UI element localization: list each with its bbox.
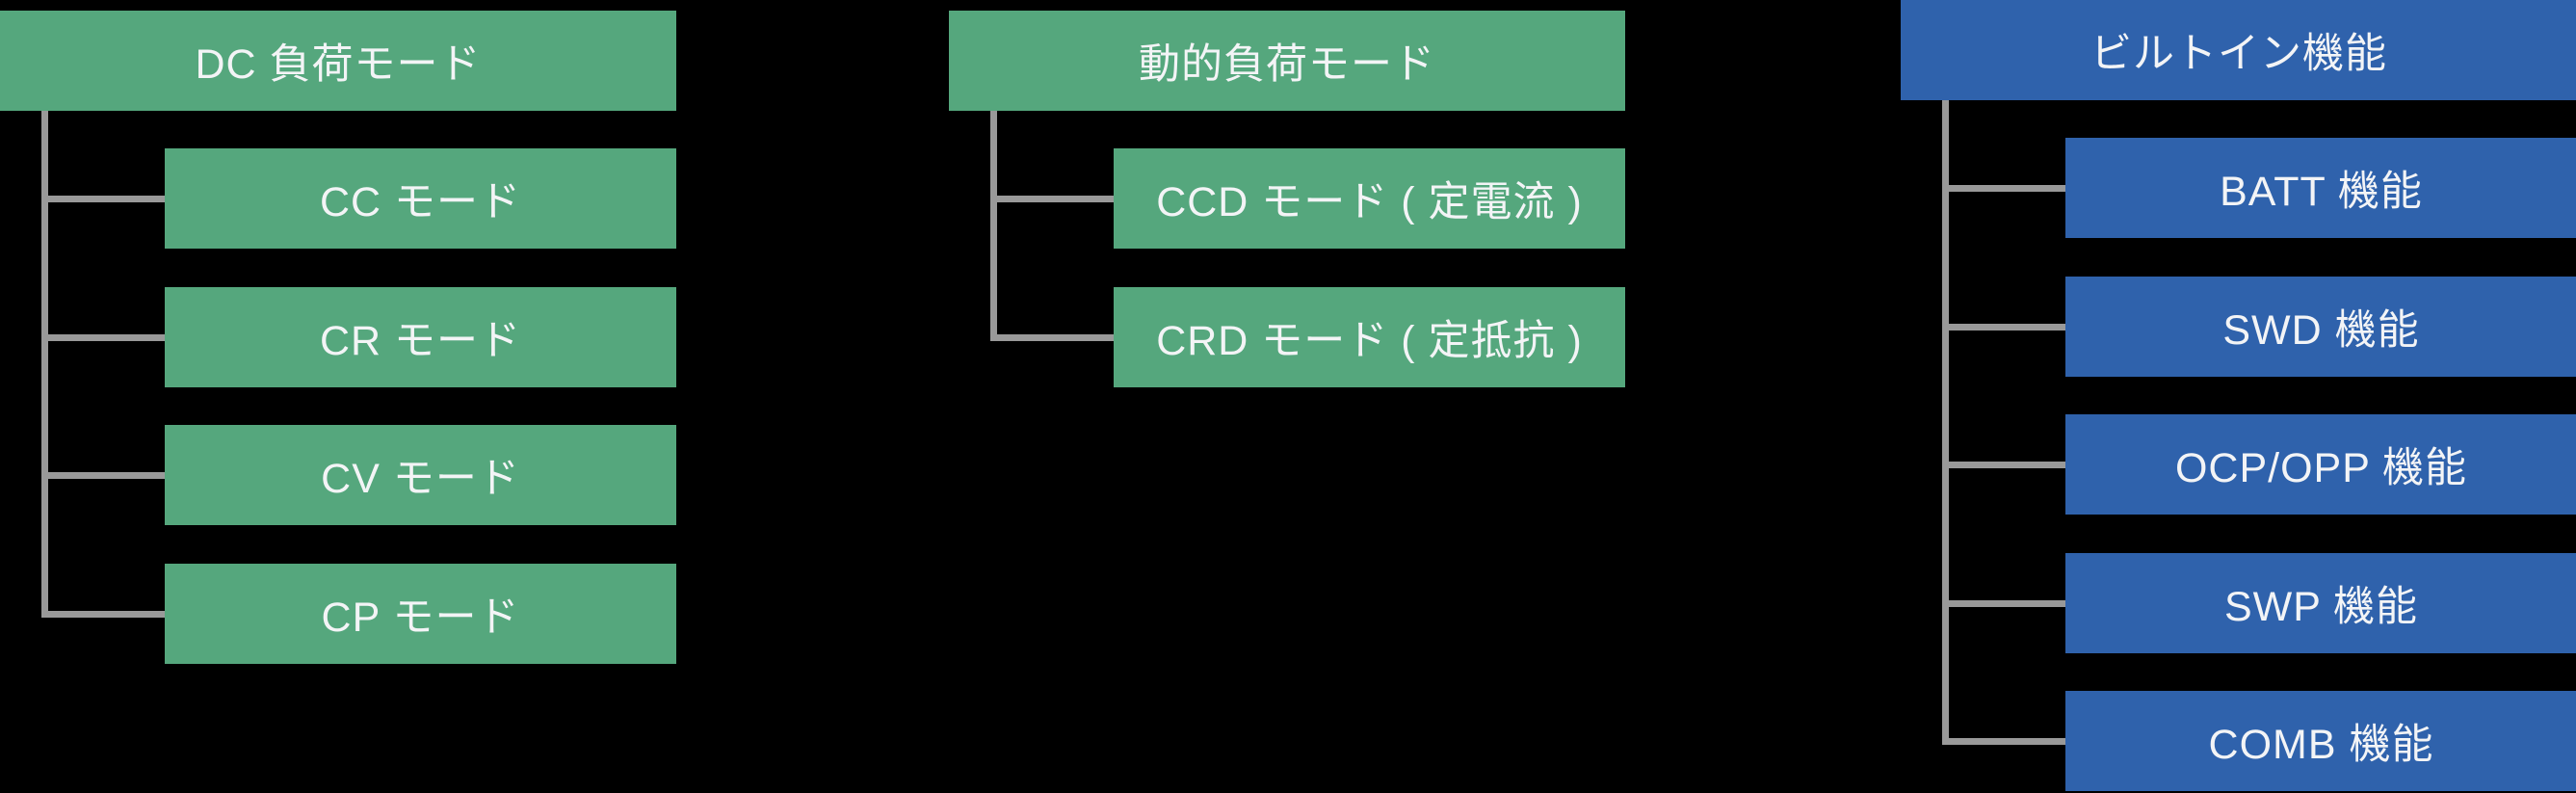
- connector-trunk-dynamic-load-mode: [990, 111, 997, 340]
- node-batt-function: BATT 機能: [2065, 138, 2576, 238]
- connector-branch-crd-mode: [990, 334, 1115, 341]
- node-dynamic-load-mode: 動的負荷モード: [949, 11, 1625, 111]
- connector-branch-cr-mode: [41, 334, 166, 341]
- node-cp-mode: CP モード: [165, 564, 676, 664]
- node-dc-load-mode: DC 負荷モード: [0, 11, 676, 111]
- node-swp-function: SWP 機能: [2065, 553, 2576, 653]
- connector-branch-swd-function: [1942, 324, 2066, 330]
- connector-trunk-built-in-functions: [1942, 100, 1949, 745]
- node-ccd-mode: CCD モード ( 定電流 ): [1114, 148, 1625, 249]
- connector-trunk-dc-load-mode: [41, 111, 48, 617]
- node-cc-mode: CC モード: [165, 148, 676, 249]
- node-cv-mode: CV モード: [165, 425, 676, 525]
- connector-branch-comb-function: [1942, 738, 2066, 745]
- connector-branch-ocp-opp-function: [1942, 462, 2066, 468]
- node-comb-function: COMB 機能: [2065, 691, 2576, 791]
- node-cr-mode: CR モード: [165, 287, 676, 387]
- connector-branch-ccd-mode: [990, 196, 1115, 202]
- connector-branch-cv-mode: [41, 472, 166, 479]
- node-swd-function: SWD 機能: [2065, 277, 2576, 377]
- node-crd-mode: CRD モード ( 定抵抗 ): [1114, 287, 1625, 387]
- node-ocp-opp-function: OCP/OPP 機能: [2065, 414, 2576, 515]
- connector-branch-cc-mode: [41, 196, 166, 202]
- connector-branch-cp-mode: [41, 611, 166, 618]
- node-built-in-functions: ビルトイン機能: [1901, 0, 2576, 100]
- connector-branch-batt-function: [1942, 185, 2066, 192]
- connector-branch-swp-function: [1942, 600, 2066, 607]
